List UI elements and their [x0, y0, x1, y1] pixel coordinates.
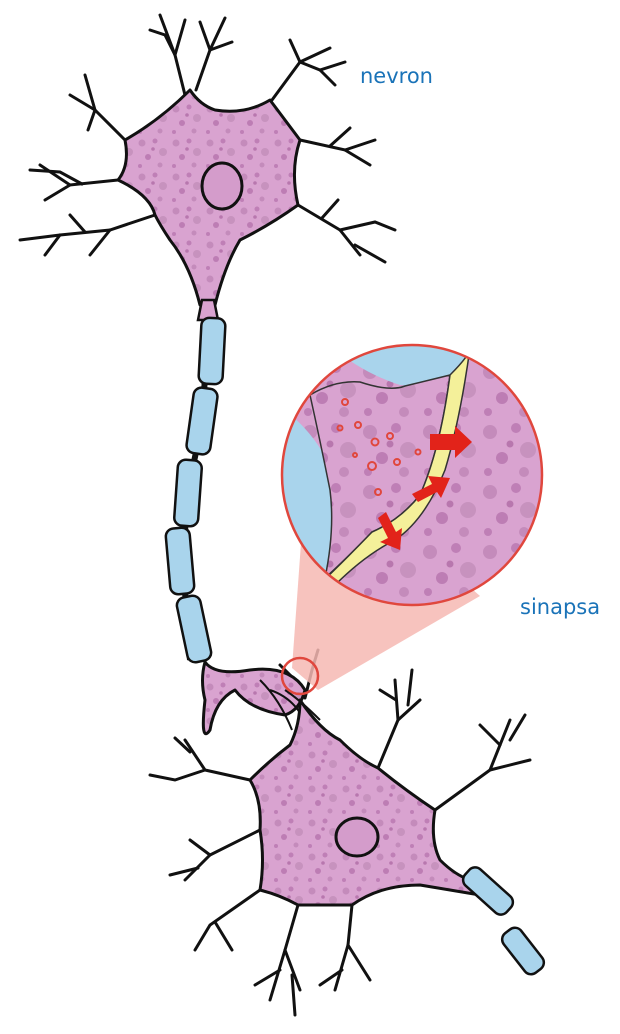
myelin-segment	[165, 527, 195, 595]
myelin-sheath	[165, 317, 226, 663]
myelin-segment	[499, 925, 547, 978]
bottom-axon	[460, 864, 547, 977]
synapse-callout	[270, 340, 550, 694]
myelin-segment	[198, 317, 225, 384]
synapse-label: sinapsa	[520, 595, 600, 619]
myelin-segment	[186, 387, 219, 456]
top-nucleus	[202, 163, 242, 209]
bottom-nucleus	[336, 818, 378, 856]
axon	[165, 317, 226, 663]
neuron-label: nevron	[360, 64, 433, 88]
top-neuron	[20, 15, 395, 320]
myelin-segment	[174, 459, 203, 527]
myelin-segment	[175, 594, 212, 664]
bottom-neuron	[150, 650, 547, 1015]
